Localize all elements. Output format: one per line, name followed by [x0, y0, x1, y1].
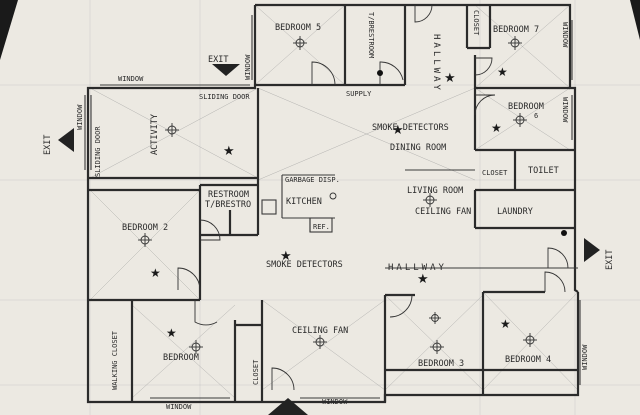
label-closet-right: CLOSET [482, 169, 508, 177]
label-window-bottom-mid: WINDOW [322, 398, 348, 406]
label-kitchen: KITCHEN [286, 197, 322, 207]
label-ceiling-fan-mid: CEILING FAN [415, 207, 471, 217]
ceiling-fixtures [138, 36, 537, 354]
label-hallway-mid: HALLWAY [388, 263, 447, 273]
smoke-detector-icon: ★ [500, 317, 511, 331]
label-supply: SUPPLY [346, 90, 372, 98]
label-garbage-disp: GARBAGE DISP. [285, 176, 340, 184]
kitchen-sink [261, 199, 277, 215]
label-bedroom6: BEDROOM [508, 102, 544, 112]
smoke-detector-icon: ★ [223, 143, 235, 158]
smoke-detector-icon: ★ [491, 121, 502, 135]
label-exit-top: EXIT [208, 55, 228, 65]
fixture-kitchen-icon [329, 192, 337, 200]
label-bedroom1: BEDROOM [163, 353, 199, 363]
fixture-bedroom7-icon [508, 36, 522, 50]
label-t-brestroom: T/BRESTROOM [367, 12, 375, 58]
exit-arrow-top-icon [212, 64, 240, 76]
fixture-activity-icon [165, 123, 179, 137]
interior-walls [88, 5, 578, 402]
label-window-top-right: WINDOW [561, 22, 569, 48]
label-bedroom4: BEDROOM 4 [505, 355, 551, 365]
label-walking-closet: WALKING CLOSET [111, 330, 119, 390]
label-laundry: LAUNDRY [497, 207, 533, 217]
label-window-right-bottom: WINDOW [581, 344, 589, 370]
label-toilet: TOILET [528, 166, 559, 176]
label-smoke-detectors-top: SMOKE DETECTORS [372, 123, 449, 133]
label-smoke-detectors-mid: SMOKE DETECTORS [266, 260, 343, 270]
label-bedroom7: BEDROOM 7 [493, 25, 539, 35]
smoke-detector-icon: ★ [166, 326, 177, 340]
smoke-detector-icon: ★ [497, 65, 508, 79]
label-bedroom2: BEDROOM 2 [122, 223, 168, 233]
label-sliding-door-top: SLIDING DOOR [199, 93, 250, 101]
label-closet-top: CLOSET [472, 10, 480, 36]
label-window-right: WINDOW [561, 97, 569, 123]
fixture-bedroom3-icon [430, 340, 444, 354]
fixture-bedroom2-icon [138, 233, 152, 247]
exit-arrow-bottom-icon [268, 398, 308, 415]
label-exit-left: EXIT [43, 135, 53, 155]
fixture-bedroom3-top-icon [429, 312, 441, 324]
label-sliding-door-left: SLIDING DOOR [94, 126, 102, 177]
refrigerator [309, 217, 333, 233]
fixture-ceilingfan-icon [313, 335, 327, 349]
fixture-bedroom6-icon [513, 113, 527, 127]
label-closet-bottom: CLOSET [252, 359, 260, 385]
label-bedroom3: BEDROOM 3 [418, 359, 464, 369]
smoke-detector-icon: ★ [280, 248, 292, 263]
label-bedroom6-num: 6 [534, 112, 538, 120]
supply-dot-icon [377, 70, 383, 76]
label-exit-right: EXIT [605, 250, 615, 270]
smoke-detector-icon: ★ [392, 122, 404, 137]
smoke-detector-stars: ★ ★ ★ ★ ★ ★ ★ ★ ★ ★ [150, 65, 567, 340]
fixture-bedroom4-icon [523, 333, 537, 347]
smoke-detector-icon: ★ [150, 266, 161, 280]
exterior-walls [86, 3, 580, 404]
exit-arrow-left-icon [58, 128, 74, 152]
exit-arrow-right-icon [584, 238, 600, 262]
label-living-room: LIVING ROOM [407, 186, 463, 196]
label-ref: REF. [313, 223, 330, 231]
window-marks [84, 15, 581, 399]
label-window-left-top: WINDOW [118, 75, 144, 83]
smoke-detector-icon: ★ [444, 70, 456, 85]
fixture-bedroom5-icon [293, 36, 307, 50]
laundry-dot-icon [561, 230, 567, 236]
exit-arrows [58, 64, 600, 415]
doors [177, 4, 569, 391]
fixture-living-icon [423, 193, 437, 207]
room-labels: BEDROOM 5 T/BRESTROOM CLOSET BEDROOM 7 W… [43, 10, 615, 411]
label-window-bed5: WINDOW [244, 54, 252, 80]
label-ceiling-fan-bottom: CEILING FAN [292, 326, 348, 336]
label-dining-room: DINING ROOM [390, 143, 446, 153]
fixture-bedroom1-icon [189, 340, 203, 354]
label-t-brestro: T/BRESTRO [205, 200, 251, 210]
label-window-bottom-left: WINDOW [166, 403, 192, 411]
label-hallway-top: HALLWAY [431, 34, 441, 93]
label-window-left: WINDOW [76, 104, 84, 130]
label-bedroom5: BEDROOM 5 [275, 23, 321, 33]
label-activity: ACTIVITY [150, 114, 160, 155]
label-restroom: RESTROOM [208, 190, 249, 200]
smoke-detector-icon: ★ [417, 271, 429, 286]
